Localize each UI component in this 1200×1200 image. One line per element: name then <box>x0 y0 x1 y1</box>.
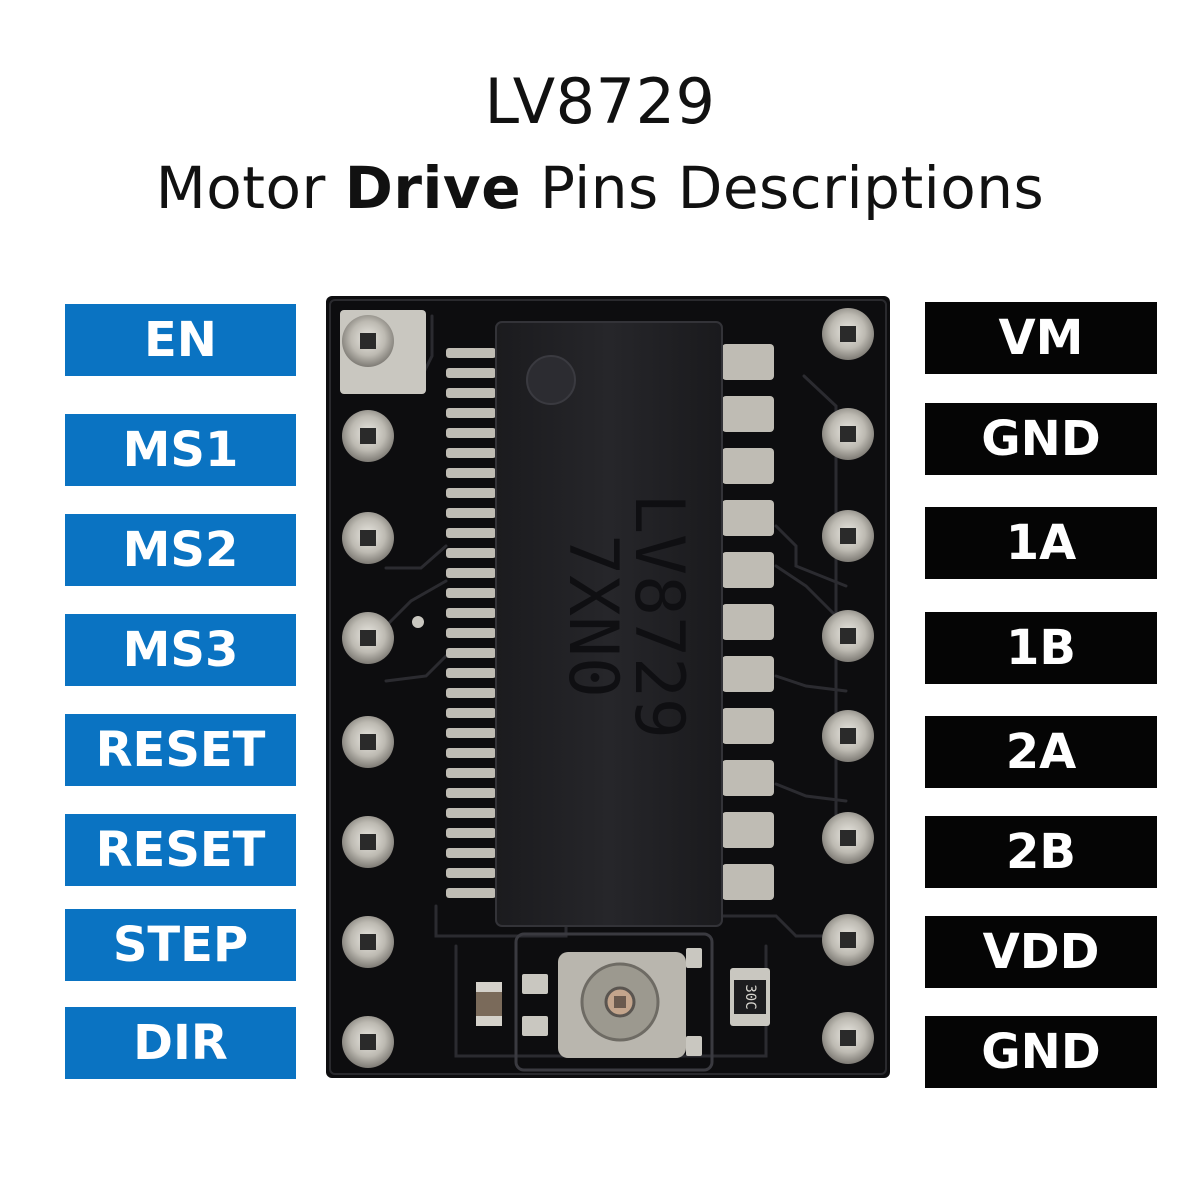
pin-label-dir: DIR <box>65 1007 296 1079</box>
pin-label-en: EN <box>65 304 296 376</box>
pin-label-2a: 2A <box>925 716 1157 788</box>
capacitor-left <box>476 982 502 1026</box>
title-text-bold: Drive <box>344 154 522 222</box>
pin-label-2b: 2B <box>925 816 1157 888</box>
title-text-before: Motor <box>155 154 345 222</box>
resistor-marking: 30C <box>742 984 758 1009</box>
title-text-after: Pins Descriptions <box>521 154 1045 222</box>
pin-label-vdd: VDD <box>925 916 1157 988</box>
chip-marking-line-2: 7XN0 <box>553 534 632 698</box>
pin-label-ms1: MS1 <box>65 414 296 486</box>
chip-left-leads <box>446 348 496 898</box>
pin-label-gnd-1: GND <box>925 403 1157 475</box>
trimpot-outline <box>514 932 714 1072</box>
pin-label-ms2: MS2 <box>65 514 296 586</box>
pin-label-1b: 1B <box>925 612 1157 684</box>
pin-label-vm: VM <box>925 302 1157 374</box>
pin-label-reset-1: RESET <box>65 714 296 786</box>
right-header-pins <box>822 308 874 1064</box>
lv8729-chip <box>495 321 723 927</box>
pin-label-1a: 1A <box>925 507 1157 579</box>
pin-label-gnd-2: GND <box>925 1016 1157 1088</box>
title-line-1: LV8729 <box>484 65 716 138</box>
title-line-2: Motor Drive Pins Descriptions <box>0 148 1200 228</box>
chip-marking-line-1: LV8729 <box>619 493 698 739</box>
pin-label-reset-2: RESET <box>65 814 296 886</box>
driver-board: LV8729 7XN0 30C <box>326 296 890 1078</box>
chip-pin1-dot <box>526 355 576 405</box>
left-header-pins <box>342 315 394 1068</box>
pin-label-ms3: MS3 <box>65 614 296 686</box>
chip-right-leads <box>722 344 774 900</box>
pin-label-step: STEP <box>65 909 296 981</box>
